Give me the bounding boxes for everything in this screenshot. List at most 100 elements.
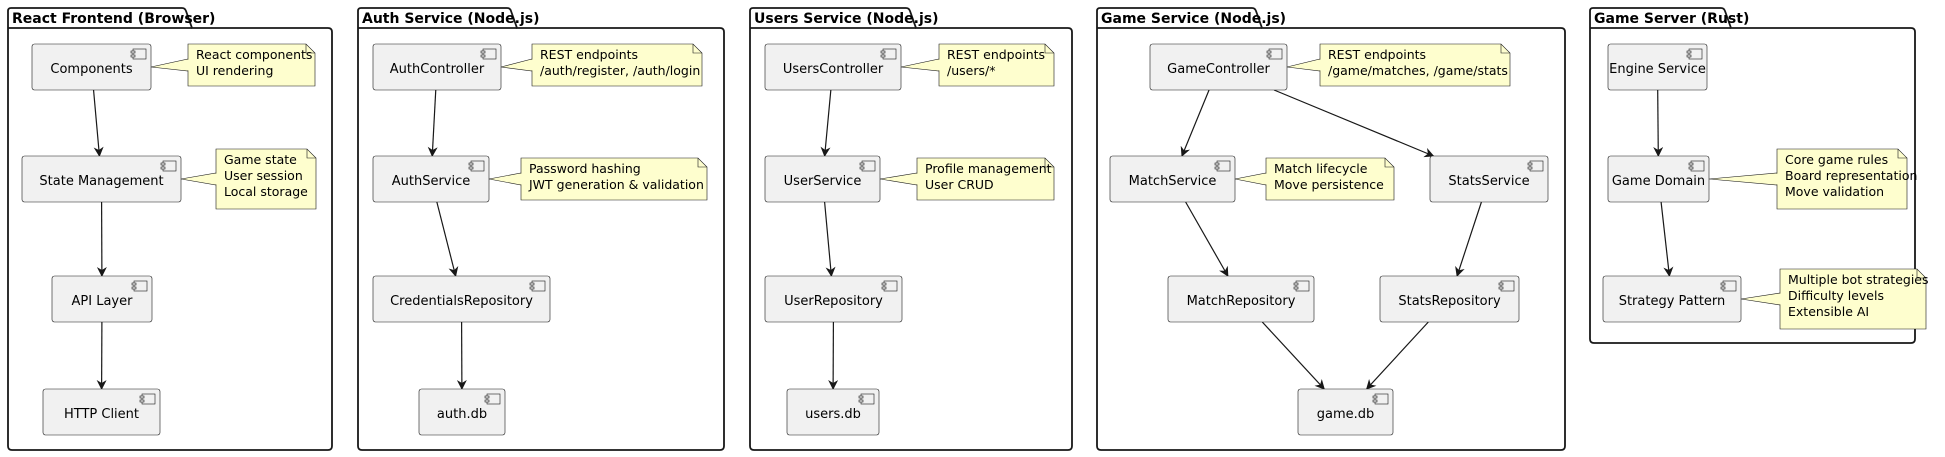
edge-users_controller-to-user_service	[820, 89, 832, 157]
component-label: State Management	[39, 174, 163, 189]
edge-auth_service-to-auth_repo	[436, 201, 459, 277]
note-connector	[180, 172, 217, 186]
note-line: UI rendering	[196, 63, 273, 78]
note-line: Extensible AI	[1788, 304, 1869, 319]
component-icon	[1266, 48, 1283, 60]
component-label: MatchRepository	[1187, 294, 1296, 309]
edge-match_service-to-match_repo	[1185, 201, 1229, 277]
component-label: UsersController	[783, 62, 884, 77]
component-icon	[480, 48, 497, 60]
edge-stats_repo-to-game_db	[1365, 321, 1429, 390]
edge-game_controller-to-stats_service	[1273, 89, 1435, 158]
component-box: users.db	[786, 388, 880, 436]
component-box: State Management	[21, 155, 182, 203]
component-icon	[1214, 160, 1231, 172]
component-icon	[859, 160, 876, 172]
package-frame: Auth Service (Node.js)	[357, 7, 725, 451]
component-box: AuthService	[372, 155, 490, 203]
component-label: AuthService	[392, 174, 471, 189]
component-box: UsersController	[764, 43, 902, 91]
component-label: Game Domain	[1612, 174, 1705, 189]
note-line: REST endpoints	[540, 47, 638, 62]
component-label: CredentialsRepository	[390, 294, 533, 309]
component-label: auth.db	[437, 407, 487, 422]
component-label: game.db	[1317, 407, 1375, 422]
note-line: Move validation	[1785, 184, 1884, 199]
component-icon	[1720, 280, 1737, 292]
component-box: UserService	[764, 155, 881, 203]
note-connector	[488, 172, 522, 186]
edge-auth_controller-to-auth_service	[427, 89, 438, 157]
note: REST endpoints/game/matches, /game/stats	[1286, 43, 1511, 87]
note-connector	[1234, 172, 1267, 186]
package-title: Game Server (Rust)	[1594, 11, 1749, 27]
edge-stats_service-to-stats_repo	[1455, 201, 1482, 277]
package-title: Game Service (Node.js)	[1101, 11, 1286, 27]
component-icon	[131, 280, 148, 292]
note-line: JWT generation & validation	[528, 177, 704, 192]
note-connector	[1708, 172, 1778, 186]
note-line: User CRUD	[925, 177, 994, 192]
component-box: Strategy Pattern	[1602, 275, 1742, 323]
note-line: REST endpoints	[1328, 47, 1426, 62]
component-box: Components	[31, 43, 152, 91]
package-frame: React Frontend (Browser)	[7, 7, 333, 451]
component-icon	[858, 393, 875, 405]
component-label: StatsService	[1448, 174, 1529, 189]
component-icon	[880, 48, 897, 60]
note-line: Match lifecycle	[1274, 161, 1368, 176]
component-label: users.db	[805, 407, 861, 422]
package-title: Users Service (Node.js)	[754, 11, 938, 27]
edge-user_service-to-user_repo	[824, 201, 836, 277]
component-label: AuthController	[390, 62, 485, 77]
component-label: UserService	[784, 174, 862, 189]
component-box: CredentialsRepository	[372, 275, 551, 323]
note-line: Move persistence	[1274, 177, 1384, 192]
component-box: MatchService	[1109, 155, 1236, 203]
note-line: Password hashing	[529, 161, 641, 176]
component-box: auth.db	[418, 388, 506, 436]
component-icon	[139, 393, 156, 405]
note-line: User session	[224, 168, 303, 183]
component-label: API Layer	[72, 294, 134, 309]
package-title: Auth Service (Node.js)	[362, 11, 540, 27]
note-line: /game/matches, /game/stats	[1328, 63, 1508, 78]
component-icon	[130, 48, 147, 60]
component-icon	[484, 393, 501, 405]
component-box: StatsRepository	[1379, 275, 1520, 323]
component-icon	[1686, 48, 1703, 60]
note-line: Game state	[224, 152, 297, 167]
edge-engine_service-to-game_domain	[1653, 89, 1664, 157]
edge-game_domain-to-strategy_pattern	[1660, 201, 1674, 277]
package-frame: Game Service (Node.js)	[1096, 7, 1566, 451]
note: REST endpoints/auth/register, /auth/logi…	[500, 43, 703, 87]
note-line: Profile management	[925, 161, 1052, 176]
component-box: MatchRepository	[1167, 275, 1315, 323]
component-icon	[1498, 280, 1515, 292]
component-icon	[1688, 160, 1705, 172]
component-box: API Layer	[51, 275, 153, 323]
component-box: game.db	[1297, 388, 1394, 436]
note-connector	[879, 172, 918, 186]
component-label: HTTP Client	[64, 407, 139, 422]
note-line: React components	[196, 47, 312, 62]
note-connector	[150, 58, 189, 72]
note-line: Multiple bot strategies	[1788, 272, 1929, 287]
package-frame: Game Server (Rust)	[1589, 7, 1916, 344]
component-label: Strategy Pattern	[1619, 294, 1726, 309]
component-icon	[529, 280, 546, 292]
note-connector	[500, 58, 533, 72]
edge-match_repo-to-game_db	[1261, 321, 1325, 390]
component-icon	[881, 280, 898, 292]
component-box: HTTP Client	[42, 388, 161, 436]
note-line: /auth/register, /auth/login	[540, 63, 700, 78]
component-icon	[1293, 280, 1310, 292]
note-line: REST endpoints	[947, 47, 1045, 62]
edge-fe_components-to-fe_state	[92, 89, 104, 157]
